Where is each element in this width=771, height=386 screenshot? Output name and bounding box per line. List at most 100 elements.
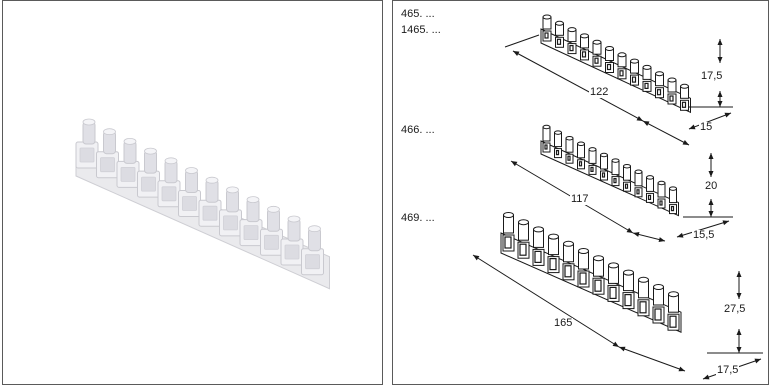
variant-1-strip-turret-top [680,83,689,89]
variant-2-strip-turret-top [646,175,654,180]
variant-1-strip-block [667,93,677,105]
terminal-opening [264,234,279,250]
screw-turret-top [144,147,157,155]
variant-2-strip-body [540,140,679,217]
screw-turret-top [185,167,198,174]
variant-1-strip-opening [594,57,599,64]
variant-3-length-dimension [472,254,620,348]
variant-2-length-dimension-ext-arrowhead [633,232,640,237]
variant-1-extension-line [504,34,540,48]
variant-3-strip-turret-top [653,284,664,290]
variant-2-height-dimension-arrowhead [708,153,714,159]
variant-1-strip-block [605,62,614,73]
variant-3-strip-opening [669,315,677,328]
terminal-opening [182,196,197,211]
variant-1-strip-turret-top [617,52,627,58]
variant-3-height-dimension-arrowhead [736,271,742,277]
variant-3-strip-turret-top [623,269,634,276]
terminal-opening [202,205,218,221]
terminal-opening [100,157,115,173]
variant-1-length-dimension-arrowhead [513,51,520,57]
screw-turret-top [205,176,219,184]
terminal-strip-photo [75,118,330,290]
variant-2-length-label: 117 [570,193,590,205]
variant-3-strip-block [547,256,560,274]
screw-turret-top [308,225,321,233]
variant-3-strip-turret-top [533,226,544,233]
variant-3-strip-block [577,270,590,288]
terminal-opening [120,166,136,182]
variant-2-strip-opening [590,166,594,172]
terminal-opening [141,176,156,192]
variant-1-depth-dimension [688,112,732,130]
variant-1-strip-turret-top [667,77,677,83]
variant-2-strip-turret-top [611,158,620,163]
variant-1-height-dimension-arrowhead [717,39,723,45]
variant-3-strip-block [562,263,575,281]
variant-1-strip-turret-top [555,20,564,26]
variant-3-strip-opening [564,265,572,278]
variant-3-strip-opening [609,286,617,299]
variant-1-length-dimension [512,50,644,122]
variant-1-strip-opening [656,89,662,96]
variant-1-height-label: 17,5 [700,70,724,82]
variant-1-strip-opening [681,101,687,108]
variant-2-length-dimension-ext-arrowhead [658,237,665,242]
variant-1-strip-turret-top [605,46,614,51]
variant-3-strip-opening [549,258,557,271]
variant-3-strip-turret-top [518,219,529,226]
variant-3-strip-turret-top [548,233,559,240]
variant-3-length-dimension-ext-arrowhead [678,366,685,372]
screw-turret-top [103,128,116,136]
variant-1-strip-block [630,74,639,86]
variant-2-height-dimension-lower-arrowhead [708,211,714,217]
variant-3-strip-turret-top [593,255,604,262]
variant-1-strip-block [580,49,589,61]
variant-1-depth-dimension-arrowhead [689,124,696,130]
screw-turret-top [267,205,280,213]
variant-2-depth-label: 15,5 [692,229,716,241]
variant-1-strip-opening [669,95,674,102]
variant-3-height-dimension-lower-arrowhead [736,329,742,335]
variant-1-length-dimension-ext [642,120,690,146]
variant-2-strip-opening [613,178,617,184]
variant-1-strip-opening [644,82,649,90]
variant-3-height-dimension-lower-arrowhead [736,347,742,353]
screw-turret-top [226,186,239,194]
variant-1-strip-turret-top [592,39,602,45]
variant-3-strip-turret-top [638,276,649,283]
variant-3-strip-block [637,299,650,317]
screw-turret-top [164,157,178,165]
variant-2-strip-opening [578,161,583,167]
variant-3-strip-turret-top [608,262,619,269]
variant-1-strip-block [567,43,577,55]
variant-3-strip-block [622,292,635,310]
variant-2-strip-turret-top [565,135,574,141]
variant-2-strip-turret-top [554,130,562,135]
screw-turret-top [246,196,260,204]
variant-1-length-label: 122 [589,86,610,98]
variant-2-strip-turret-top [600,152,608,158]
variant-2-strip-turret-top [634,169,643,175]
variant-1-depth-dimension-arrowhead [724,112,731,118]
variant-3-depth-dimension-arrowhead [754,358,761,364]
variant-3-depth-dimension-arrowhead [703,374,710,380]
variant-1-strip-turret-top [542,14,552,20]
variant-3-strip-block [607,284,620,302]
terminal-opening [161,186,177,202]
variant-3-strip-opening [654,308,662,321]
variant-3-length-dimension-ext [618,346,686,372]
variant-3-strip-turret-top [503,212,514,218]
variant-3-strip-turret-top [563,240,574,247]
variant-3-length-dimension-arrowhead [612,341,619,347]
terminal-opening [305,254,320,270]
variant-1-strip-block [542,30,552,42]
variant-3-strip-block [667,313,680,331]
variant-3-strip-opening [624,294,632,307]
variant-2-length-dimension-arrowhead [511,161,518,167]
screw-turret-top [123,137,137,145]
variant-1-strip-turret-top [642,64,652,70]
variant-1-strip-block [617,68,627,80]
variant-3-strip-opening [534,250,542,263]
variant-1-strip-opening [606,63,612,71]
